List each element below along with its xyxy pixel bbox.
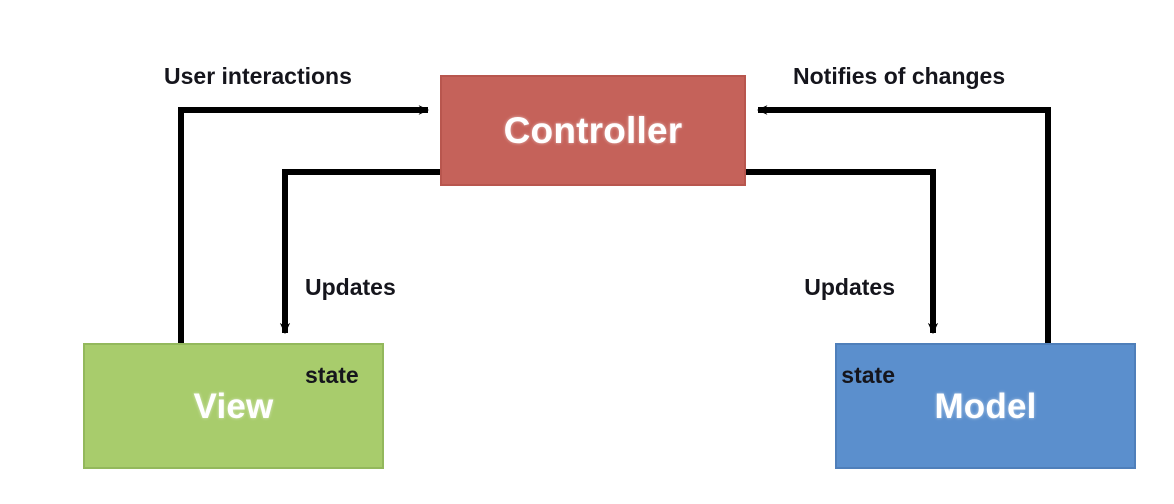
edge-label-updates-state-view-line1: Updates [305,273,396,300]
edge-label-notifies-of-changes: Notifies of changes [793,63,1006,89]
edge-label-updates-state-model-line2: state [841,362,895,389]
edge-label-updates-state-model: Updates state [775,214,895,450]
node-controller-label: Controller [503,110,683,151]
edge-label-updates-state-view: Updates state [305,214,396,450]
edge-label-updates-state-model-line1: Updates [804,273,895,300]
node-controller[interactable]: Controller [440,75,746,186]
edge-label-updates-state-view-line2: state [305,362,359,389]
node-view-label: View [193,386,274,426]
node-model[interactable]: Model [835,343,1136,469]
node-model-label: Model [934,386,1037,426]
node-view[interactable]: View [83,343,384,469]
edge-label-user-interactions: User interactions [164,63,352,89]
